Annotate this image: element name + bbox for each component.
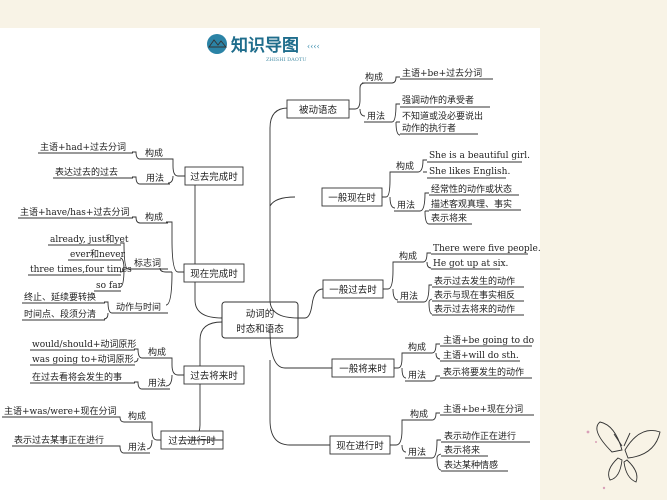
link-simple-present xyxy=(269,196,296,207)
present-progressive-use-2: 表示将来 xyxy=(444,444,480,456)
past-perfect-use: 表达过去的过去 xyxy=(55,166,118,178)
passive-link-form xyxy=(349,82,366,110)
past-future-label: 过去将来时 xyxy=(190,370,238,382)
center-box xyxy=(221,301,299,339)
present-progressive-use-1: 表示动作正在进行 xyxy=(444,430,516,442)
simple-future-form-1: 主语+be going to do xyxy=(443,334,534,346)
present-perfect-box xyxy=(183,263,245,283)
present-perfect-signal-label: 标志词 xyxy=(134,257,161,269)
present-progressive-form: 主语+be+现在分词 xyxy=(443,403,523,415)
past-progressive-form-label: 构成 xyxy=(128,410,146,422)
simple-past-use-2: 表示与现在事实相反 xyxy=(434,289,515,301)
present-perfect-time-1: 终止、延续要转换 xyxy=(24,291,96,303)
simple-past-label: 一般过去时 xyxy=(329,284,377,296)
header-subtitle: ZHISHI DAOTU xyxy=(266,57,306,63)
node-past-progressive: 过去进行时 构成 主语+was/were+现在分词 用法 表示过去某事正在进行 xyxy=(2,405,224,454)
simple-past-form-label: 构成 xyxy=(399,250,417,262)
butterfly-icon xyxy=(596,421,661,483)
node-simple-present: 一般现在时 构成 She is a beautiful girl. She li… xyxy=(321,151,530,225)
simple-present-form-label: 构成 xyxy=(396,160,414,172)
simple-present-use-label: 用法 xyxy=(397,199,415,211)
passive-use-3: 动作的执行者 xyxy=(402,122,456,134)
simple-present-use-1: 经常性的动作或状态 xyxy=(431,183,512,195)
node-present-progressive: 现在进行时 构成 主语+be+现在分词 用法 表示动作正在进行 表示将来 表达某… xyxy=(329,403,534,472)
simple-present-label: 一般现在时 xyxy=(328,192,376,204)
node-past-perfect: 过去完成时 构成 主语+had+过去分词 用法 表达过去的过去 xyxy=(38,141,244,186)
simple-past-use-label: 用法 xyxy=(400,290,418,302)
simple-past-use-3: 表示过去将来的动作 xyxy=(434,303,515,315)
past-progressive-use: 表示过去某事正在进行 xyxy=(14,434,104,446)
header: 知识导图 ZHISHI DAOTU ‹‹‹‹ xyxy=(207,34,320,63)
present-perfect-form: 主语+have/has+过去分词 xyxy=(20,206,129,218)
link-simple-future xyxy=(269,329,332,369)
center-node: 动词的 时态和语态 xyxy=(221,301,299,339)
present-perfect-form-label: 构成 xyxy=(145,211,163,223)
present-progressive-use-3: 表达某种情感 xyxy=(444,459,498,471)
simple-past-form-1: There were five people. xyxy=(433,244,541,254)
node-present-perfect: 现在完成时 构成 主语+have/has+过去分词 标志词 already, j… xyxy=(18,206,245,321)
simple-future-label: 一般将来时 xyxy=(339,363,387,375)
node-simple-past: 一般过去时 构成 There were five people. He got … xyxy=(322,244,541,316)
simple-future-form-2: 主语+will do sth. xyxy=(443,349,519,361)
present-perfect-time-2: 时间点、段须分清 xyxy=(24,308,96,320)
simple-past-use-1: 表示过去发生的动作 xyxy=(434,275,515,287)
present-progressive-use-label: 用法 xyxy=(408,446,426,458)
sparkle-dots xyxy=(586,430,606,490)
present-progressive-label: 现在进行时 xyxy=(336,440,384,452)
left-trunk xyxy=(184,175,223,319)
past-future-use-label: 用法 xyxy=(148,377,166,389)
present-perfect-signal-2: ever和never xyxy=(70,249,126,260)
simple-past-form-2: He got up at six. xyxy=(433,259,509,269)
past-perfect-use-label: 用法 xyxy=(146,172,164,184)
present-perfect-label: 现在完成时 xyxy=(190,268,238,280)
simple-present-use-3: 表示将来 xyxy=(431,212,467,224)
simple-present-form-1: She is a beautiful girl. xyxy=(429,151,530,161)
present-perfect-signal-1: already, just和yet xyxy=(50,234,129,245)
passive-use-1: 强调动作的承受者 xyxy=(402,94,474,106)
past-progressive-label: 过去进行时 xyxy=(168,435,216,447)
present-perfect-signal-3: three times,four times xyxy=(30,265,132,275)
passive-form: 主语+be+过去分词 xyxy=(402,67,482,79)
simple-present-use-2: 描述客观真理、事实 xyxy=(431,198,512,210)
node-passive: 被动语态 构成 主语+be+过去分词 用法 强调动作的承受者 不知道或没必要说出… xyxy=(286,67,493,136)
passive-form-label: 构成 xyxy=(365,71,383,83)
simple-present-form-2: She likes English. xyxy=(429,167,510,177)
passive-label: 被动语态 xyxy=(299,104,338,116)
simple-future-form-label: 构成 xyxy=(408,341,426,353)
past-future-form-1: would/should+动词原形 xyxy=(32,338,136,350)
center-line1: 动词的 xyxy=(246,308,275,320)
past-future-form-2: was going to+动词原形 xyxy=(32,353,134,365)
link-past-future xyxy=(184,321,223,376)
link-past-progressive xyxy=(183,375,201,441)
past-perfect-label: 过去完成时 xyxy=(190,171,238,183)
right-trunk xyxy=(269,107,299,319)
passive-use-2: 不知道或没必要说出 xyxy=(402,110,483,122)
node-simple-future: 一般将来时 构成 主语+be going to do 主语+will do st… xyxy=(331,334,534,382)
past-perfect-form-label: 构成 xyxy=(145,147,163,159)
header-title: 知识导图 xyxy=(230,35,299,56)
present-progressive-form-label: 构成 xyxy=(410,408,428,420)
header-mountain-icon xyxy=(208,39,227,48)
node-past-future: 过去将来时 构成 would/should+动词原形 was going to+… xyxy=(30,338,245,390)
past-future-use: 在过去看将会发生的事 xyxy=(32,371,122,383)
simple-future-use-label: 用法 xyxy=(408,369,426,381)
past-future-form-label: 构成 xyxy=(148,346,166,358)
past-perfect-form: 主语+had+过去分词 xyxy=(40,141,126,153)
chevrons-icon: ‹‹‹‹ xyxy=(307,42,320,51)
present-perfect-time-label: 动作与时间 xyxy=(116,301,161,313)
passive-use-label: 用法 xyxy=(367,110,385,122)
passive-link-use xyxy=(359,108,366,117)
simple-future-use: 表示将要发生的动作 xyxy=(443,366,524,378)
past-progressive-use-label: 用法 xyxy=(128,441,146,453)
link-simple-past xyxy=(298,288,324,319)
link-present-progressive xyxy=(269,360,330,446)
center-line2: 时态和语态 xyxy=(236,323,284,335)
present-perfect-signal-4: so far xyxy=(96,281,123,291)
past-progressive-form: 主语+was/were+现在分词 xyxy=(4,405,116,417)
